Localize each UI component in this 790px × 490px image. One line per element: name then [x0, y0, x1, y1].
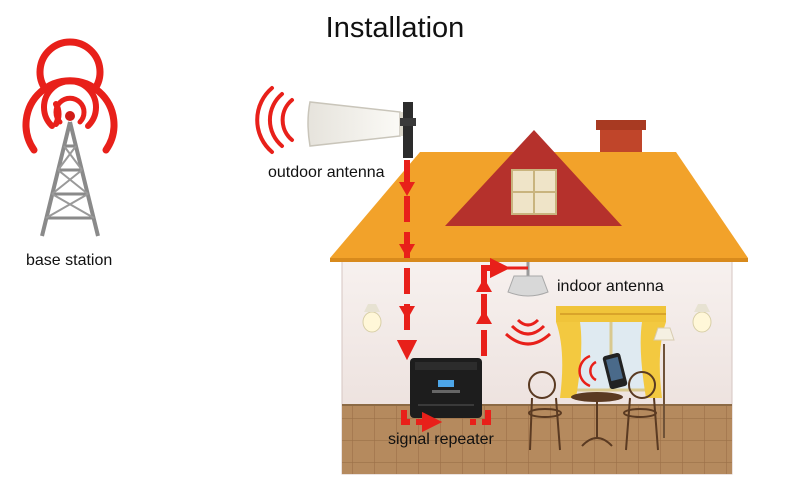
bistro-table-and-chairs: [528, 371, 659, 451]
signal-repeater-label: signal repeater: [388, 431, 494, 448]
mobile-phone-icon: [578, 352, 628, 390]
base-station-tower-icon: [22, 38, 118, 237]
page-title: Installation: [325, 12, 465, 44]
outdoor-antenna-label: outdoor antenna: [268, 164, 385, 181]
floor-lamp: [653, 327, 675, 438]
signal-repeater-device-icon: [410, 358, 482, 418]
base-station-label: base station: [26, 252, 113, 269]
signal-direction-arrows: [399, 182, 492, 324]
indoor-ceiling-antenna-icon: [504, 262, 552, 346]
indoor-antenna-label: indoor antenna: [557, 278, 664, 295]
wall-lamp-right: [692, 304, 712, 333]
wall-lamp-left: [362, 304, 382, 333]
outdoor-panel-antenna-icon: [255, 86, 416, 158]
house-roof: [330, 130, 748, 262]
